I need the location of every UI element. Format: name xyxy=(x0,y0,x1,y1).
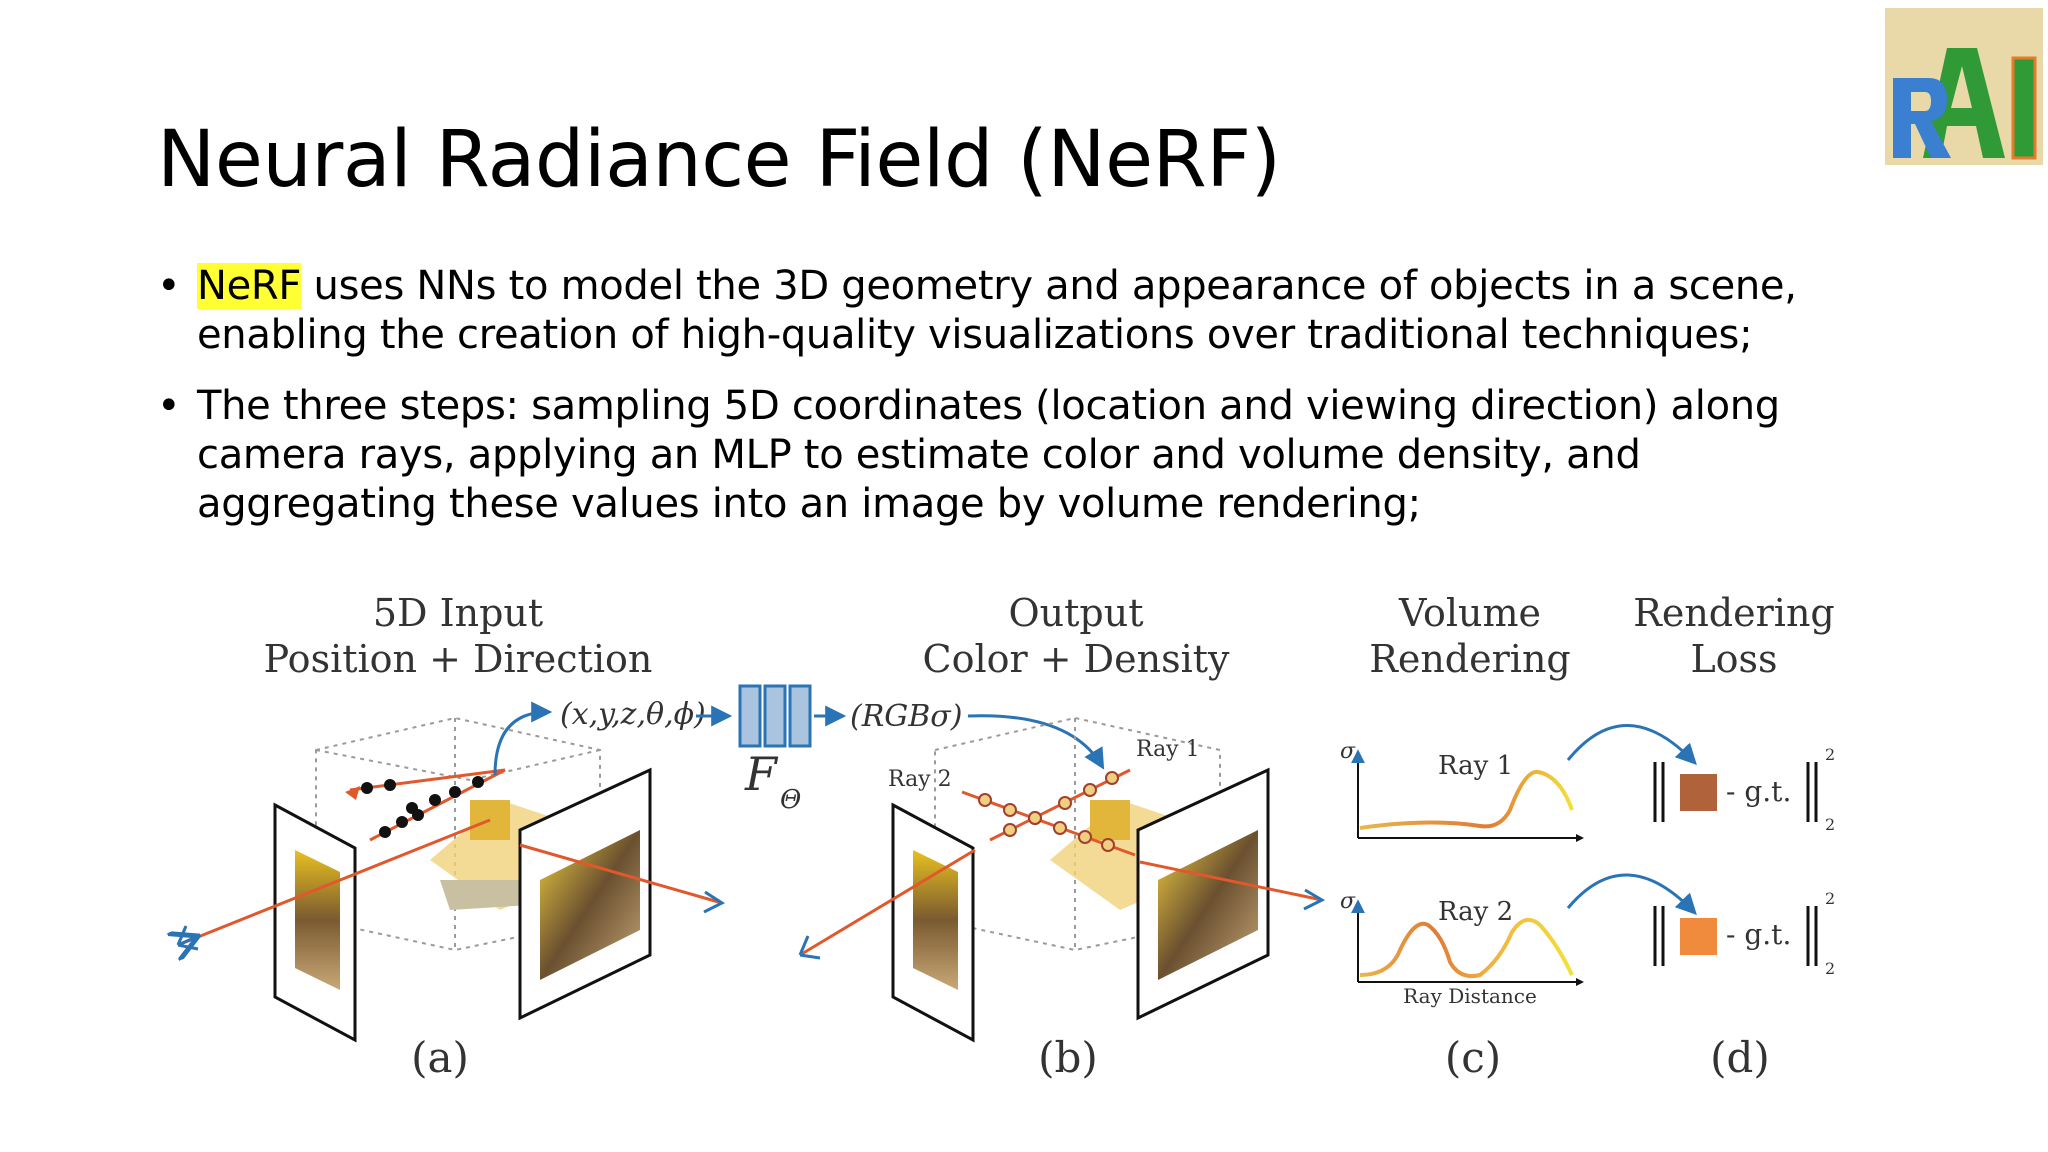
bullet-line: aggregating these values into an image b… xyxy=(197,481,1421,527)
output-label: (RGBσ) xyxy=(850,699,963,734)
bullet-dot-icon: • xyxy=(157,383,181,429)
curved-arrow-loss1 xyxy=(1566,724,1697,766)
panel-a-heading: 5D Input xyxy=(373,591,543,635)
sample-points-b xyxy=(978,771,1119,852)
plot-ray1-label: Ray 1 xyxy=(1438,751,1513,781)
color-swatch-2 xyxy=(1680,918,1717,955)
loss-term-2: - g.t. 2 2 xyxy=(1653,889,1835,978)
bullet-item: • NeRF uses NNs to model the 3D geometry… xyxy=(157,262,1917,360)
gt-label: - g.t. xyxy=(1726,918,1791,951)
panel-b-ray2-label: Ray 2 xyxy=(888,767,952,792)
panel-c-heading: Volume xyxy=(1398,591,1541,635)
ray-arrow-icon xyxy=(798,935,821,960)
panel-c-subheading: Rendering xyxy=(1369,637,1571,681)
caption-b: (b) xyxy=(1038,1033,1098,1082)
bullet-line: NeRF uses NNs to model the 3D geometry a… xyxy=(197,263,1797,309)
ray-arrow-icon xyxy=(703,890,726,914)
slide-title: Neural Radiance Field (NeRF) xyxy=(157,115,1281,205)
density-curve-ray2 xyxy=(1359,917,1574,979)
panel-d-subheading: Loss xyxy=(1690,637,1777,681)
curved-arrow-loss2 xyxy=(1566,873,1697,916)
panel-b-heading: Output xyxy=(1009,591,1144,635)
ray-right-a xyxy=(519,843,723,905)
norm-superscript: 2 xyxy=(1825,889,1835,908)
sigma-label: σ xyxy=(1340,889,1356,914)
density-curve-ray1 xyxy=(1359,769,1574,830)
panel-a-image-right xyxy=(518,767,652,1021)
panel-a-image-left xyxy=(273,802,357,1043)
caption-c: (c) xyxy=(1445,1033,1501,1082)
sigma-label: σ xyxy=(1340,739,1356,764)
norm-subscript: 2 xyxy=(1825,815,1835,834)
norm-superscript: 2 xyxy=(1825,745,1835,764)
panel-b-ray1-label: Ray 1 xyxy=(1136,737,1200,762)
curved-arrow-output xyxy=(967,714,1105,770)
logo-letter-i xyxy=(2011,56,2037,160)
sample-ray-a xyxy=(349,768,506,792)
ray-arrow-icon xyxy=(176,925,199,951)
bullet-dot-icon: • xyxy=(157,263,181,309)
nerf-pipeline-figure: 5D Input Position + Direction xyxy=(0,591,1835,1082)
panel-b-image-right xyxy=(1136,767,1270,1021)
bullet-item: • The three steps: sampling 5D coordinat… xyxy=(157,382,1917,529)
norm-subscript: 2 xyxy=(1825,959,1835,978)
panel-d-heading: Rendering xyxy=(1633,591,1835,635)
ray-distance-label: Ray Distance xyxy=(1403,984,1537,1008)
network-label: F xyxy=(744,747,779,801)
volume-plot-ray1: σ Ray 1 xyxy=(1340,739,1584,842)
ray-arrow-icon xyxy=(1303,888,1326,911)
highlighted-term: NeRF xyxy=(197,263,302,309)
rai-logo xyxy=(1885,8,2043,165)
caption-d: (d) xyxy=(1710,1033,1770,1082)
bullet-line: enabling the creation of high-quality vi… xyxy=(197,312,1753,358)
ray-left-a xyxy=(177,818,491,947)
input-coordinates-label: (x,y,z,θ,ϕ) xyxy=(560,697,706,732)
panel-b-image-left xyxy=(891,802,975,1043)
curved-arrow-input xyxy=(493,701,553,776)
panel-a-subheading: Position + Direction xyxy=(264,637,653,681)
color-swatch-1 xyxy=(1680,774,1717,811)
volume-plot-ray2: σ Ray 2 Ray Distance xyxy=(1340,889,1584,1008)
network-block xyxy=(738,684,812,748)
bullet-list: • NeRF uses NNs to model the 3D geometry… xyxy=(157,262,1917,551)
gt-label: - g.t. xyxy=(1726,775,1791,808)
logo-letter-r xyxy=(1893,78,1951,158)
bullet-line: The three steps: sampling 5D coordinates… xyxy=(197,383,1780,429)
panel-b-subheading: Color + Density xyxy=(923,637,1231,681)
network-subscript: Θ xyxy=(780,785,801,815)
sample-points-a xyxy=(361,776,484,838)
plot-ray2-label: Ray 2 xyxy=(1438,897,1513,927)
bullet-line: camera rays, applying an MLP to estimate… xyxy=(197,432,1641,478)
loss-term-1: - g.t. 2 2 xyxy=(1653,745,1835,834)
caption-a: (a) xyxy=(411,1033,469,1082)
